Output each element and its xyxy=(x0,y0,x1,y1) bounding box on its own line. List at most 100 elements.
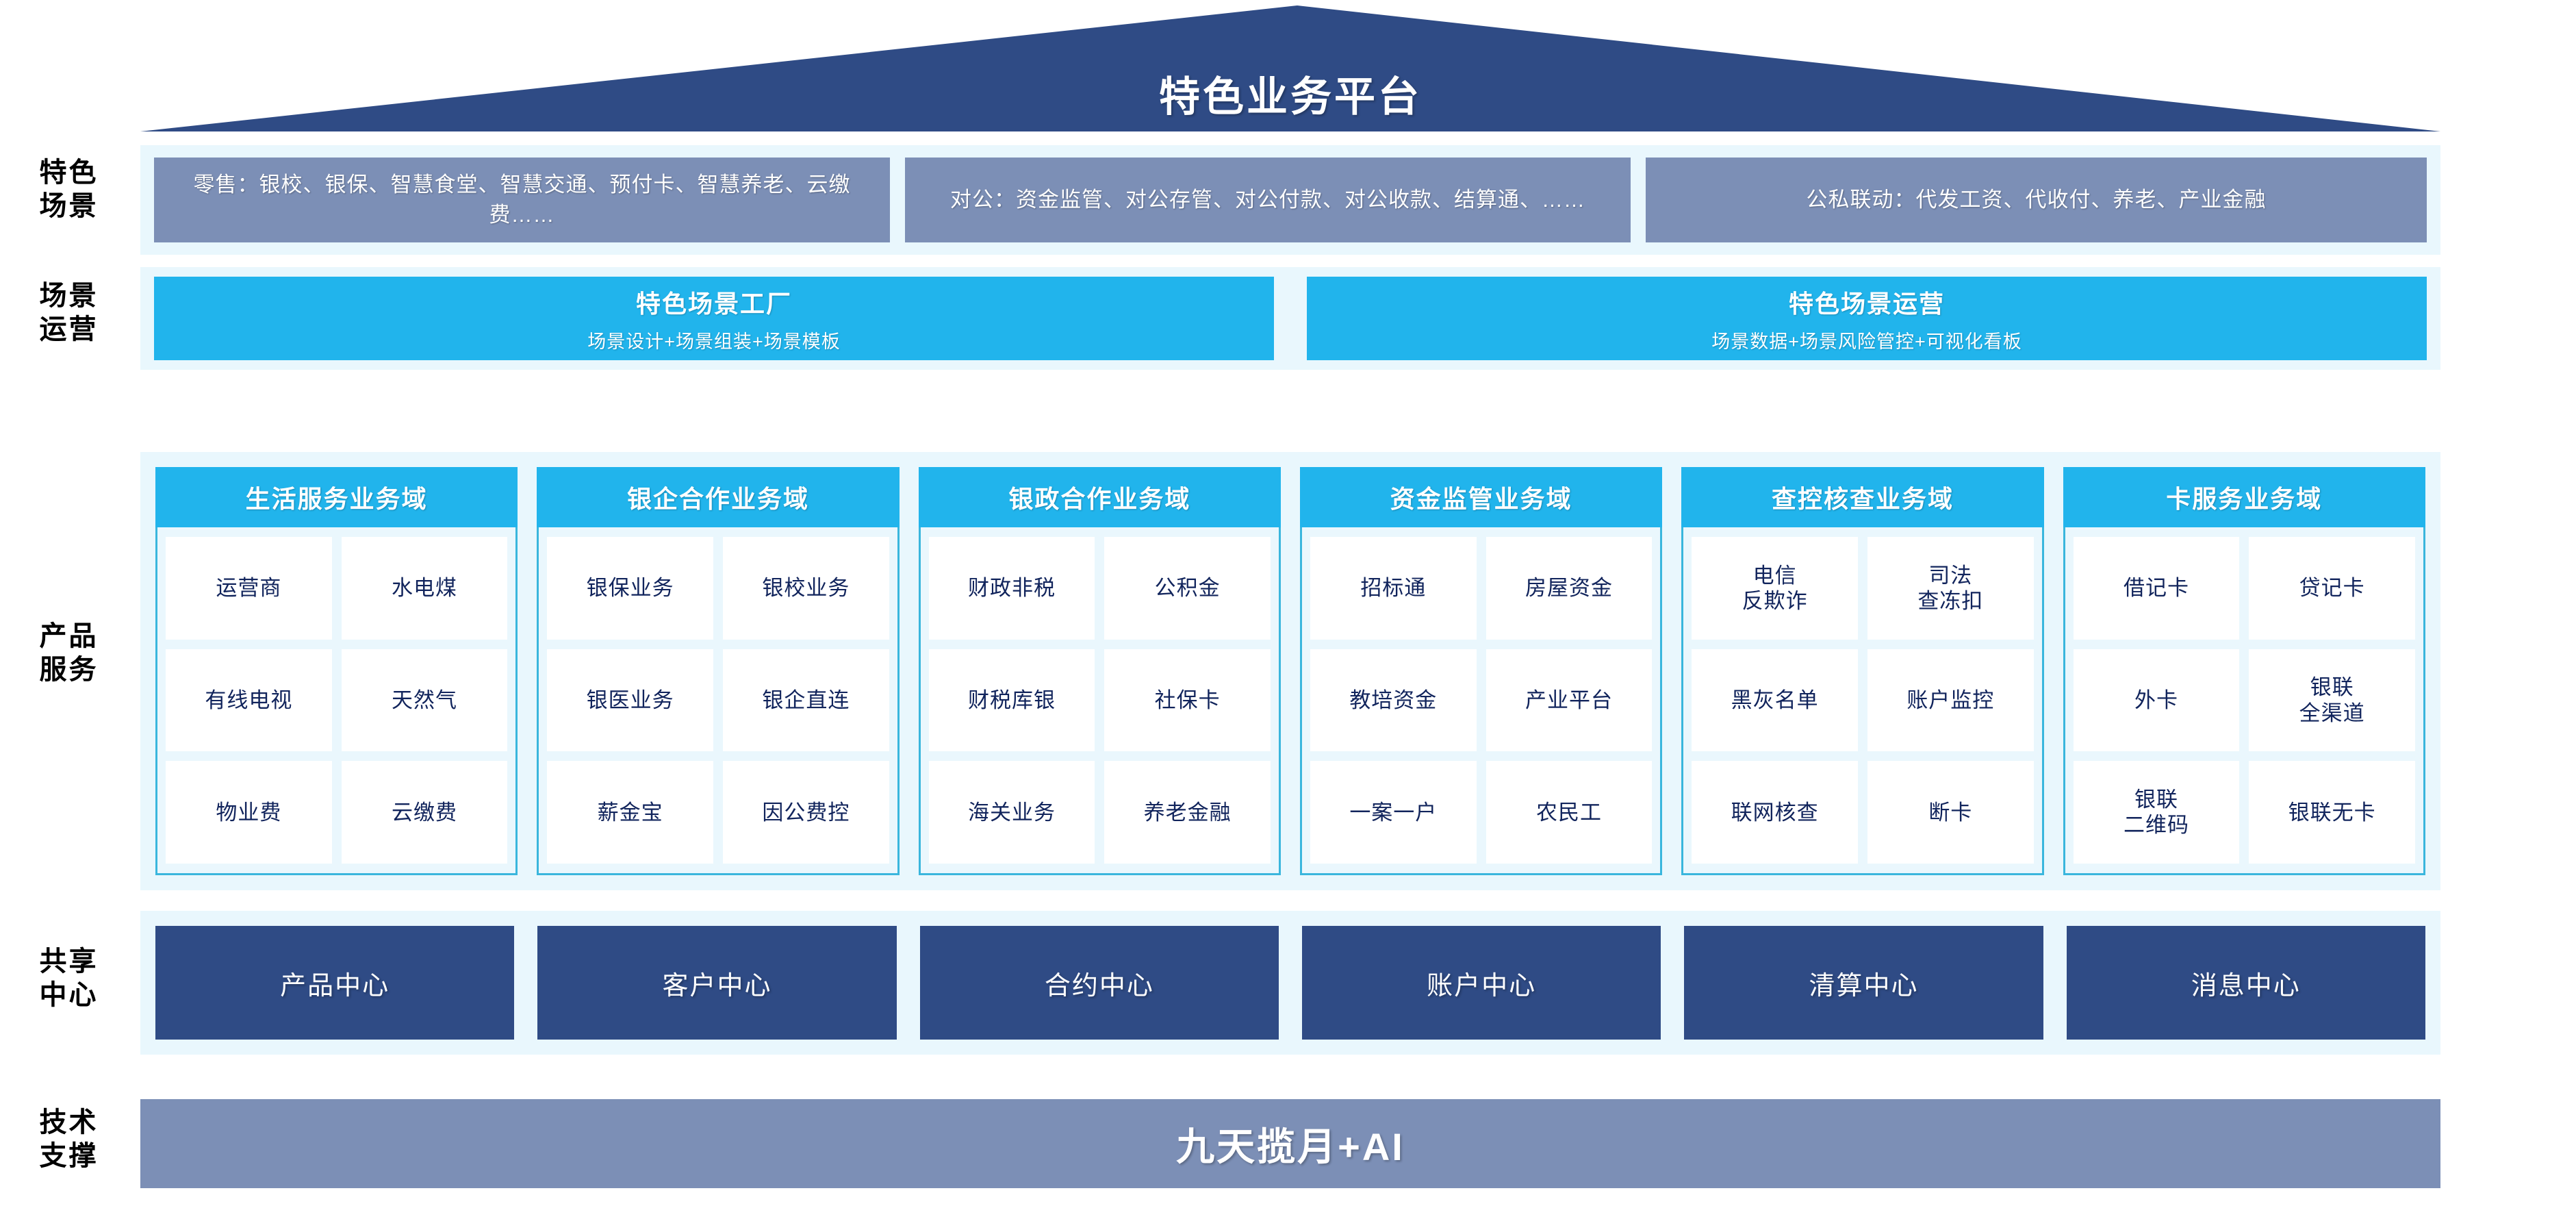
domain-item-row: 教培资金 产业平台 xyxy=(1310,649,1653,752)
domain-item[interactable]: 银校业务 xyxy=(723,537,889,640)
row-label-operation: 场景运营 xyxy=(39,281,99,344)
operation-box-operations[interactable]: 特色场景运营 场景数据+场景风险管控+可视化看板 xyxy=(1307,277,2427,360)
domain-item[interactable]: 云缴费 xyxy=(341,761,508,864)
scenario-box-retail[interactable]: 零售：银校、银保、智慧食堂、智慧交通、预付卡、智慧养老、云缴费…… xyxy=(154,158,890,242)
domain-item-row: 银医业务 银企直连 xyxy=(547,649,889,752)
domain-item-row: 财政非税 公积金 xyxy=(928,537,1271,640)
operation-factory-title: 特色场景工厂 xyxy=(635,289,792,318)
domain-item[interactable]: 教培资金 xyxy=(1310,649,1477,752)
product-domain-life-service: 生活服务业务域 运营商 水电煤 有线电视 天然气 物业费 云缴费 xyxy=(155,467,518,875)
domain-title: 查控核查业务域 xyxy=(1681,467,2044,527)
domain-item-grid: 借记卡 贷记卡 外卡 银联 全渠道 银联 二维码 银联无卡 xyxy=(2063,527,2425,875)
domain-title: 卡服务业务域 xyxy=(2063,467,2425,527)
domain-item[interactable]: 联网核查 xyxy=(1692,761,1858,864)
scenario-band: 零售：银校、银保、智慧食堂、智慧交通、预付卡、智慧养老、云缴费…… 对公：资金监… xyxy=(140,145,2440,255)
domain-item[interactable]: 银联无卡 xyxy=(2249,761,2415,864)
product-domain-bank-enterprise: 银企合作业务域 银保业务 银校业务 银医业务 银企直连 薪金宝 因公费控 xyxy=(537,467,900,875)
product-domain-bank-government: 银政合作业务域 财政非税 公积金 财税库银 社保卡 海关业务 养老金融 xyxy=(918,467,1281,875)
domain-title: 生活服务业务域 xyxy=(155,467,518,527)
domain-item-row: 运营商 水电煤 xyxy=(166,537,508,640)
domain-item[interactable]: 水电煤 xyxy=(341,537,508,640)
domain-item-grid: 银保业务 银校业务 银医业务 银企直连 薪金宝 因公费控 xyxy=(537,527,900,875)
domain-item-row: 海关业务 养老金融 xyxy=(928,761,1271,864)
platform-roof: 特色业务平台 xyxy=(140,5,2440,136)
row-label-shared: 共享中心 xyxy=(39,946,99,1010)
domain-item[interactable]: 农民工 xyxy=(1485,761,1653,864)
domain-item-row: 电信 反欺诈 司法 查冻扣 xyxy=(1692,537,2034,640)
domain-item[interactable]: 断卡 xyxy=(1867,761,2034,864)
domain-item[interactable]: 司法 查冻扣 xyxy=(1867,537,2034,640)
domain-item[interactable]: 财税库银 xyxy=(928,649,1095,752)
domain-item[interactable]: 一案一户 xyxy=(1310,761,1477,864)
operation-box-factory[interactable]: 特色场景工厂 场景设计+场景组装+场景模板 xyxy=(154,277,1274,360)
shared-center-account[interactable]: 账户中心 xyxy=(1301,926,1661,1040)
domain-item[interactable]: 有线电视 xyxy=(166,649,332,752)
domain-item-row: 招标通 房屋资金 xyxy=(1310,537,1653,640)
domain-item[interactable]: 贷记卡 xyxy=(2249,537,2415,640)
operation-operations-title: 特色场景运营 xyxy=(1788,289,1945,318)
tech-support-bar[interactable]: 九天揽月+AI xyxy=(140,1099,2440,1188)
shared-center-clearing[interactable]: 清算中心 xyxy=(1684,926,2043,1040)
domain-item[interactable]: 银企直连 xyxy=(723,649,889,752)
page-title: 特色业务平台 xyxy=(1159,74,1422,120)
domain-item[interactable]: 银医业务 xyxy=(547,649,713,752)
domain-item[interactable]: 产业平台 xyxy=(1485,649,1653,752)
domain-item[interactable]: 社保卡 xyxy=(1104,649,1271,752)
domain-item-grid: 运营商 水电煤 有线电视 天然气 物业费 云缴费 xyxy=(155,527,518,875)
operation-operations-subtitle: 场景数据+场景风险管控+可视化看板 xyxy=(1711,331,2022,352)
row-label-tech: 技术支撑 xyxy=(39,1107,99,1171)
domain-item-grid: 财政非税 公积金 财税库银 社保卡 海关业务 养老金融 xyxy=(918,527,1281,875)
shared-center-message[interactable]: 消息中心 xyxy=(2066,926,2425,1040)
domain-item-row: 薪金宝 因公费控 xyxy=(547,761,889,864)
domain-item[interactable]: 房屋资金 xyxy=(1485,537,1653,640)
domain-item[interactable]: 物业费 xyxy=(166,761,332,864)
scenario-box-linkage[interactable]: 公私联动：代发工资、代收付、养老、产业金融 xyxy=(1646,158,2427,242)
domain-item[interactable]: 天然气 xyxy=(341,649,508,752)
shared-center-product[interactable]: 产品中心 xyxy=(155,926,515,1040)
domain-item[interactable]: 银联 全渠道 xyxy=(2249,649,2415,752)
operation-factory-subtitle: 场景设计+场景组装+场景模板 xyxy=(587,331,841,352)
domain-item-row: 银保业务 银校业务 xyxy=(547,537,889,640)
domain-item-row: 黑灰名单 账户监控 xyxy=(1692,649,2034,752)
roof-triangle-shape xyxy=(140,5,2440,131)
domain-item[interactable]: 账户监控 xyxy=(1867,649,2034,752)
domain-item[interactable]: 海关业务 xyxy=(928,761,1095,864)
scenario-operation-band: 特色场景工厂 场景设计+场景组装+场景模板 特色场景运营 场景数据+场景风险管控… xyxy=(140,267,2440,370)
product-domain-investigation: 查控核查业务域 电信 反欺诈 司法 查冻扣 黑灰名单 账户监控 联网核查 断卡 xyxy=(1681,467,2044,875)
domain-item[interactable]: 养老金融 xyxy=(1104,761,1271,864)
domain-item-row: 银联 二维码 银联无卡 xyxy=(2073,761,2415,864)
row-label-product: 产品服务 xyxy=(39,621,99,685)
domain-title: 银企合作业务域 xyxy=(537,467,900,527)
domain-item-grid: 招标通 房屋资金 教培资金 产业平台 一案一户 农民工 xyxy=(1299,527,1663,875)
domain-item[interactable]: 薪金宝 xyxy=(547,761,713,864)
domain-item[interactable]: 银联 二维码 xyxy=(2073,761,2240,864)
domain-item[interactable]: 电信 反欺诈 xyxy=(1692,537,1858,640)
domain-item-row: 物业费 云缴费 xyxy=(166,761,508,864)
domain-item-row: 有线电视 天然气 xyxy=(166,649,508,752)
domain-item[interactable]: 借记卡 xyxy=(2073,537,2240,640)
domain-item-grid: 电信 反欺诈 司法 查冻扣 黑灰名单 账户监控 联网核查 断卡 xyxy=(1681,527,2044,875)
shared-center-band: 产品中心 客户中心 合约中心 账户中心 清算中心 消息中心 xyxy=(140,911,2440,1055)
domain-item-row: 一案一户 农民工 xyxy=(1310,761,1653,864)
domain-item-row: 财税库银 社保卡 xyxy=(928,649,1271,752)
domain-item[interactable]: 黑灰名单 xyxy=(1692,649,1858,752)
domain-item[interactable]: 公积金 xyxy=(1104,537,1271,640)
domain-item[interactable]: 因公费控 xyxy=(723,761,889,864)
domain-item-row: 外卡 银联 全渠道 xyxy=(2073,649,2415,752)
domain-item[interactable]: 招标通 xyxy=(1310,537,1477,640)
domain-item[interactable]: 外卡 xyxy=(2073,649,2240,752)
shared-center-contract[interactable]: 合约中心 xyxy=(919,926,1279,1040)
domain-title: 资金监管业务域 xyxy=(1299,467,1663,527)
domain-item-row: 借记卡 贷记卡 xyxy=(2073,537,2415,640)
scenario-box-corporate[interactable]: 对公：资金监管、对公存管、对公付款、对公收款、结算通、…… xyxy=(905,158,1631,242)
domain-item[interactable]: 运营商 xyxy=(166,537,332,640)
shared-center-customer[interactable]: 客户中心 xyxy=(537,926,897,1040)
product-service-band: 生活服务业务域 运营商 水电煤 有线电视 天然气 物业费 云缴费 xyxy=(140,452,2440,890)
domain-item-row: 联网核查 断卡 xyxy=(1692,761,2034,864)
product-domain-fund-supervision: 资金监管业务域 招标通 房屋资金 教培资金 产业平台 一案一户 农民工 xyxy=(1299,467,1663,875)
domain-item[interactable]: 银保业务 xyxy=(547,537,713,640)
domain-title: 银政合作业务域 xyxy=(918,467,1281,527)
domain-item[interactable]: 财政非税 xyxy=(928,537,1095,640)
product-domain-card-service: 卡服务业务域 借记卡 贷记卡 外卡 银联 全渠道 银联 二维码 银联无卡 xyxy=(2063,467,2425,875)
